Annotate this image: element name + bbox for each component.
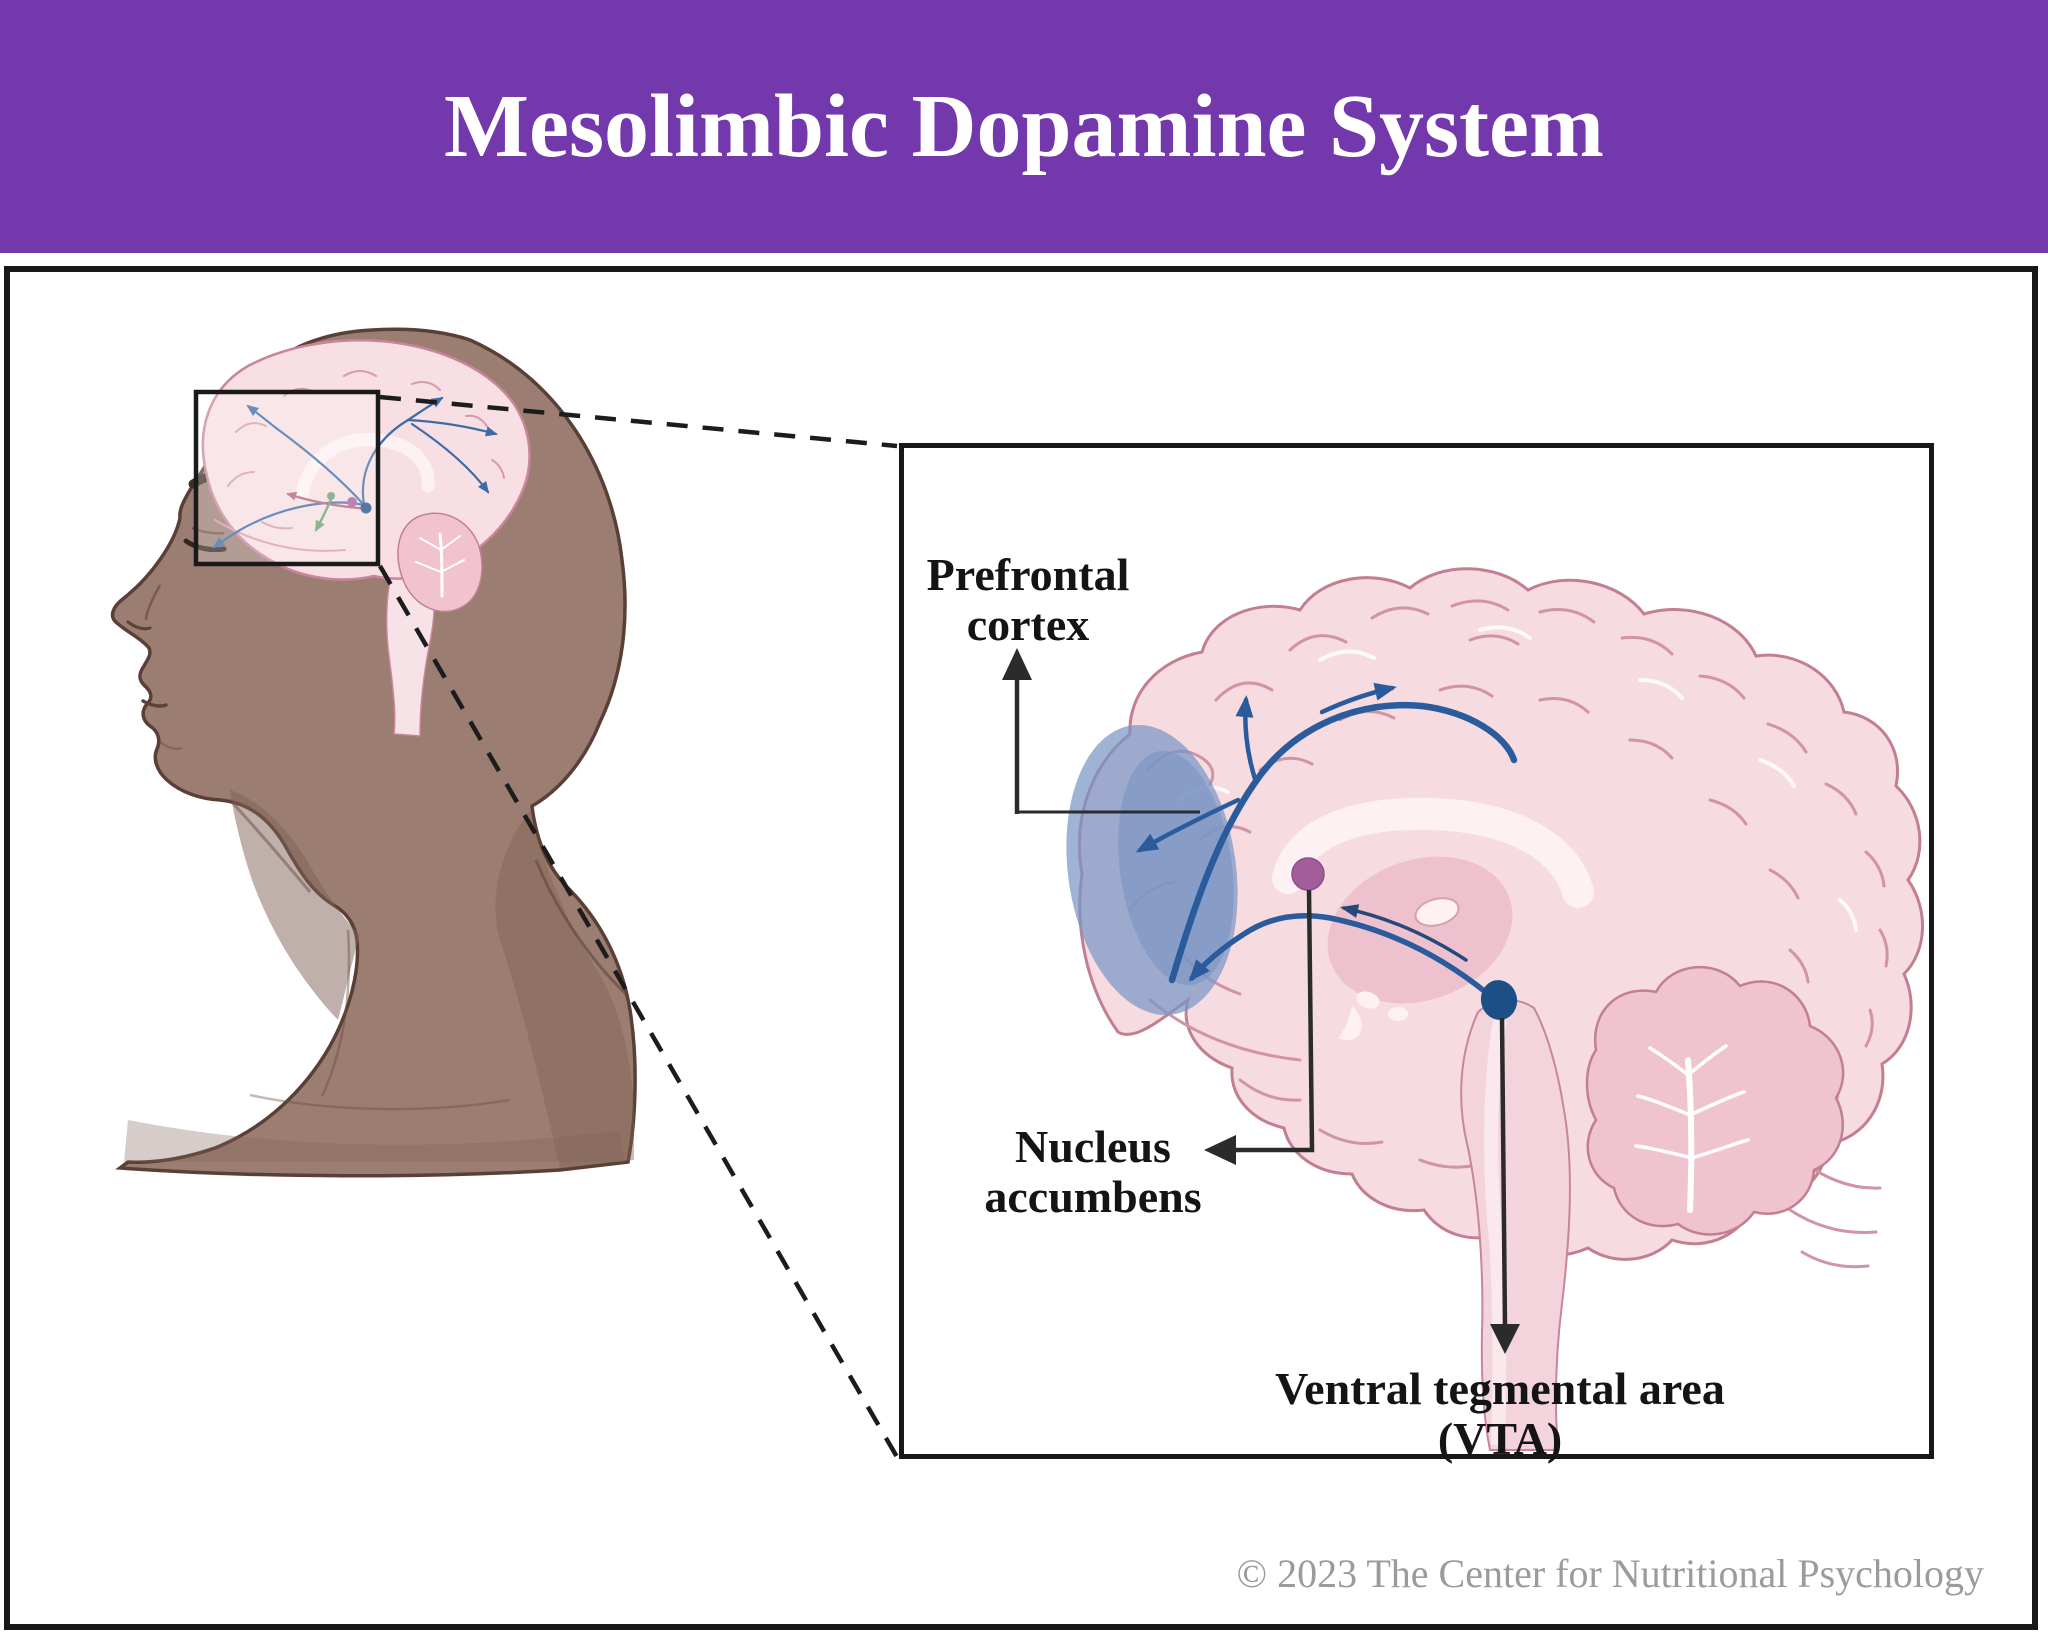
mini-cerebellum-tree	[415, 532, 465, 598]
inset-square	[193, 389, 381, 567]
pathway-branch-up	[1235, 695, 1259, 785]
nucleus-accumbens-arrow-icon	[1204, 1135, 1236, 1165]
mini-nucleus-accumbens-marker	[347, 497, 357, 507]
zoom-connector-lines	[378, 394, 899, 1459]
thalamus-region	[1327, 856, 1513, 1004]
pituitary-detail	[1338, 1006, 1362, 1041]
prefrontal-cortex-label: Prefrontal cortex	[926, 549, 1130, 650]
copyright-text: © 2023 The Center for Nutritional Psycho…	[1236, 1551, 1984, 1596]
head-illustration	[110, 327, 637, 1178]
mammillary-detail	[1388, 1007, 1408, 1021]
mini-vta-marker	[360, 502, 372, 514]
page-title: Mesolimbic Dopamine System	[444, 77, 1604, 176]
chin-crease	[159, 741, 183, 750]
nostril	[126, 620, 152, 631]
callout-arrows	[1002, 648, 1520, 1354]
trapezius-line	[534, 859, 630, 998]
mini-corpus-callosum	[295, 432, 435, 501]
ventral-tegmental-area-label: Ventral tegmental area (VTA)	[1275, 1363, 1725, 1464]
nose-side-line	[144, 584, 162, 621]
title-banner: Mesolimbic Dopamine System	[0, 0, 2048, 253]
mouth-line	[141, 699, 168, 708]
mini-brain	[201, 339, 531, 737]
clavicle-line	[249, 1093, 511, 1111]
neck-line	[320, 929, 351, 1097]
vta-marker	[1480, 980, 1518, 1020]
prefrontal-arrow-icon	[1002, 648, 1032, 680]
chest-shadow	[124, 1120, 624, 1162]
shoulder-shadow	[495, 810, 634, 1168]
vta-arrow-icon	[1490, 1324, 1520, 1354]
prefrontal-highlight-inner	[1118, 750, 1234, 986]
mesolimbic-pathway	[1188, 913, 1491, 997]
nucleus-accumbens-marker	[1291, 857, 1325, 891]
mini-green-marker	[327, 492, 335, 500]
nucleus-accumbens-label: Nucleus accumbens	[984, 1121, 1202, 1222]
cerebellum	[1585, 965, 1845, 1236]
dashed-line-bottom	[378, 564, 899, 1459]
prefrontal-highlight	[1066, 724, 1238, 1016]
vta-to-accumbens-pathway	[1340, 904, 1468, 962]
pathway-branch-upright	[1319, 682, 1397, 715]
ventricle-oval	[1414, 897, 1460, 927]
dopamine-pathways	[1135, 682, 1518, 997]
mesocortical-pathway	[1168, 701, 1518, 984]
jaw-line	[228, 798, 312, 893]
brainstem-highlight	[1484, 1018, 1507, 1446]
closed-eye	[183, 538, 227, 553]
cerebellum-tree	[1634, 1044, 1750, 1213]
neck-shadow	[230, 790, 360, 1020]
dashed-line-top	[379, 394, 898, 449]
corpus-callosum	[1272, 797, 1594, 908]
pathway-branch-left	[1135, 797, 1241, 853]
nucleus-accumbens-callout-line	[1234, 889, 1315, 1153]
mini-cerebellum	[397, 512, 483, 613]
vta-callout-line	[1499, 1017, 1508, 1329]
hypothalamus-detail	[1356, 991, 1380, 1009]
